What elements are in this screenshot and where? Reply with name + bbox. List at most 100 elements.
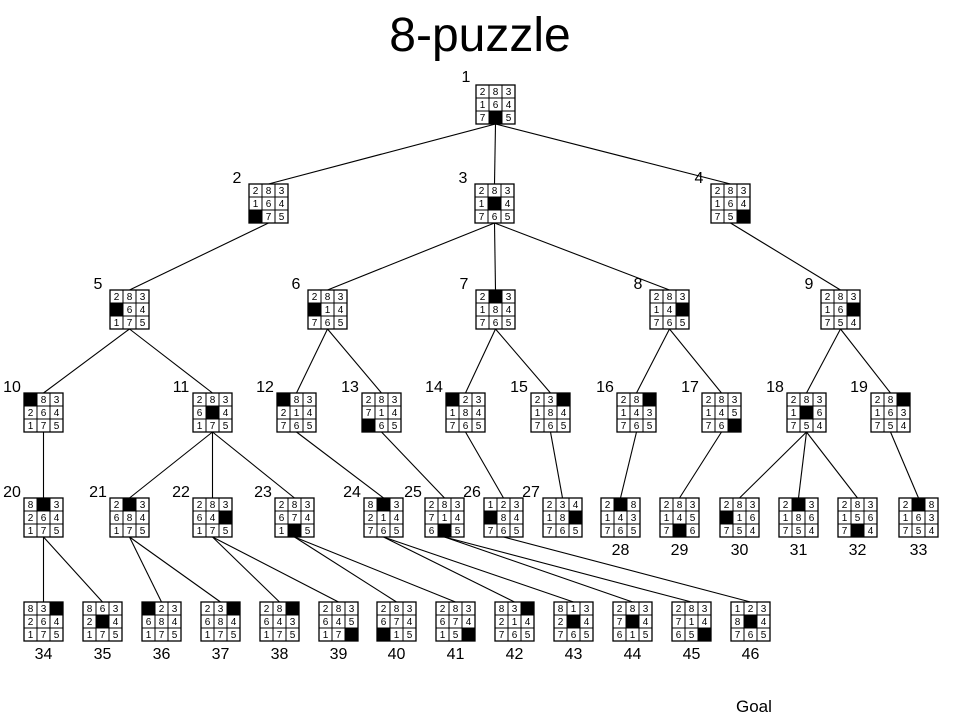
tile-number: 2 [87,617,93,628]
blank-tile [285,601,300,616]
tile-number: 2 [381,604,387,615]
tile-number: 6 [838,305,844,316]
board-frame [553,601,594,642]
tile-number: 8 [28,604,34,615]
node-number-label: 46 [742,646,760,663]
tile-number: 7 [654,318,660,329]
tile-number: 4 [506,305,512,316]
tile-number: 6 [146,617,152,628]
tile-number: 4 [817,421,823,432]
tile-number: 5 [305,526,311,537]
tile-number: 6 [127,305,133,316]
tile-number: 8 [929,500,935,511]
tile-number: 4 [140,305,146,316]
tile-number: 2 [480,292,486,303]
tile-number: 6 [667,318,673,329]
tile-number: 7 [875,421,881,432]
board-frame [870,392,911,433]
tile-number: 1 [654,305,660,316]
node-number-label: 24 [343,484,361,501]
tile-number: 4 [54,513,60,524]
tile-number: 6 [197,408,203,419]
node-number-label: 25 [404,484,422,501]
tile-number: 2 [875,395,881,406]
tile-number: 1 [825,305,831,316]
tile-number: 7 [842,526,848,537]
tile-number: 5 [505,212,511,223]
tile-number: 5 [223,526,229,537]
tile-number: 5 [506,113,512,124]
board-frame [475,84,516,125]
tile-number: 3 [732,395,738,406]
tile-number: 1 [706,408,712,419]
blank-tile [218,510,233,525]
board-frame [109,289,150,330]
tile-number: 7 [127,526,133,537]
tile-number: 2 [825,292,831,303]
tile-number: 8 [294,395,300,406]
tile-number: 3 [140,292,146,303]
tile-number: 5 [804,421,810,432]
tile-number: 1 [28,421,34,432]
tile-number: 1 [325,305,331,316]
tile-number: 6 [381,526,387,537]
tree-edge-21-37 [129,536,221,603]
blank-tile [276,392,291,407]
tile-number: 6 [748,630,754,641]
tile-number: 4 [901,421,907,432]
blank-tile [719,510,734,525]
node-number-label: 6 [292,276,301,293]
tree-edge-11-23 [212,431,295,499]
tile-number: 7 [281,421,287,432]
tile-number: 5 [584,630,590,641]
tree-edges [42,123,920,603]
node-number-label: 2 [233,170,242,187]
blank-tile [307,302,322,317]
tile-number: 1 [791,408,797,419]
blank-tile [896,392,911,407]
node-number-label: 11 [173,379,190,396]
tile-number: 1 [715,199,721,210]
tile-number: 5 [231,630,237,641]
tile-number: 6 [618,526,624,537]
board-frame [23,497,64,538]
diagram-title: 8-puzzle [389,9,571,62]
tile-number: 4 [505,199,511,210]
tile-number: 5 [916,526,922,537]
node-number-label: 27 [522,484,540,501]
tile-number: 6 [868,513,874,524]
tile-number: 3 [140,500,146,511]
tile-number: 3 [631,513,637,524]
tile-number: 5 [338,318,344,329]
tile-number: 4 [584,617,590,628]
tile-number: 5 [737,526,743,537]
tile-number: 2 [842,500,848,511]
board-frame [23,392,64,433]
blank-tile [437,523,452,538]
tile-number: 4 [54,408,60,419]
tile-number: 5 [307,421,313,432]
tile-number: 7 [100,630,106,641]
blank-tile [488,110,503,125]
tile-number: 6 [690,526,696,537]
node-number-label: 7 [460,276,469,293]
tile-number: 5 [394,526,400,537]
tile-number: 6 [617,630,623,641]
tile-number: 6 [264,617,270,628]
tree-edge-3-7 [493,222,497,291]
board-frame [671,601,712,642]
tree-edge-24-43 [383,536,574,603]
tile-number: 3 [817,395,823,406]
board-frame [192,497,233,538]
